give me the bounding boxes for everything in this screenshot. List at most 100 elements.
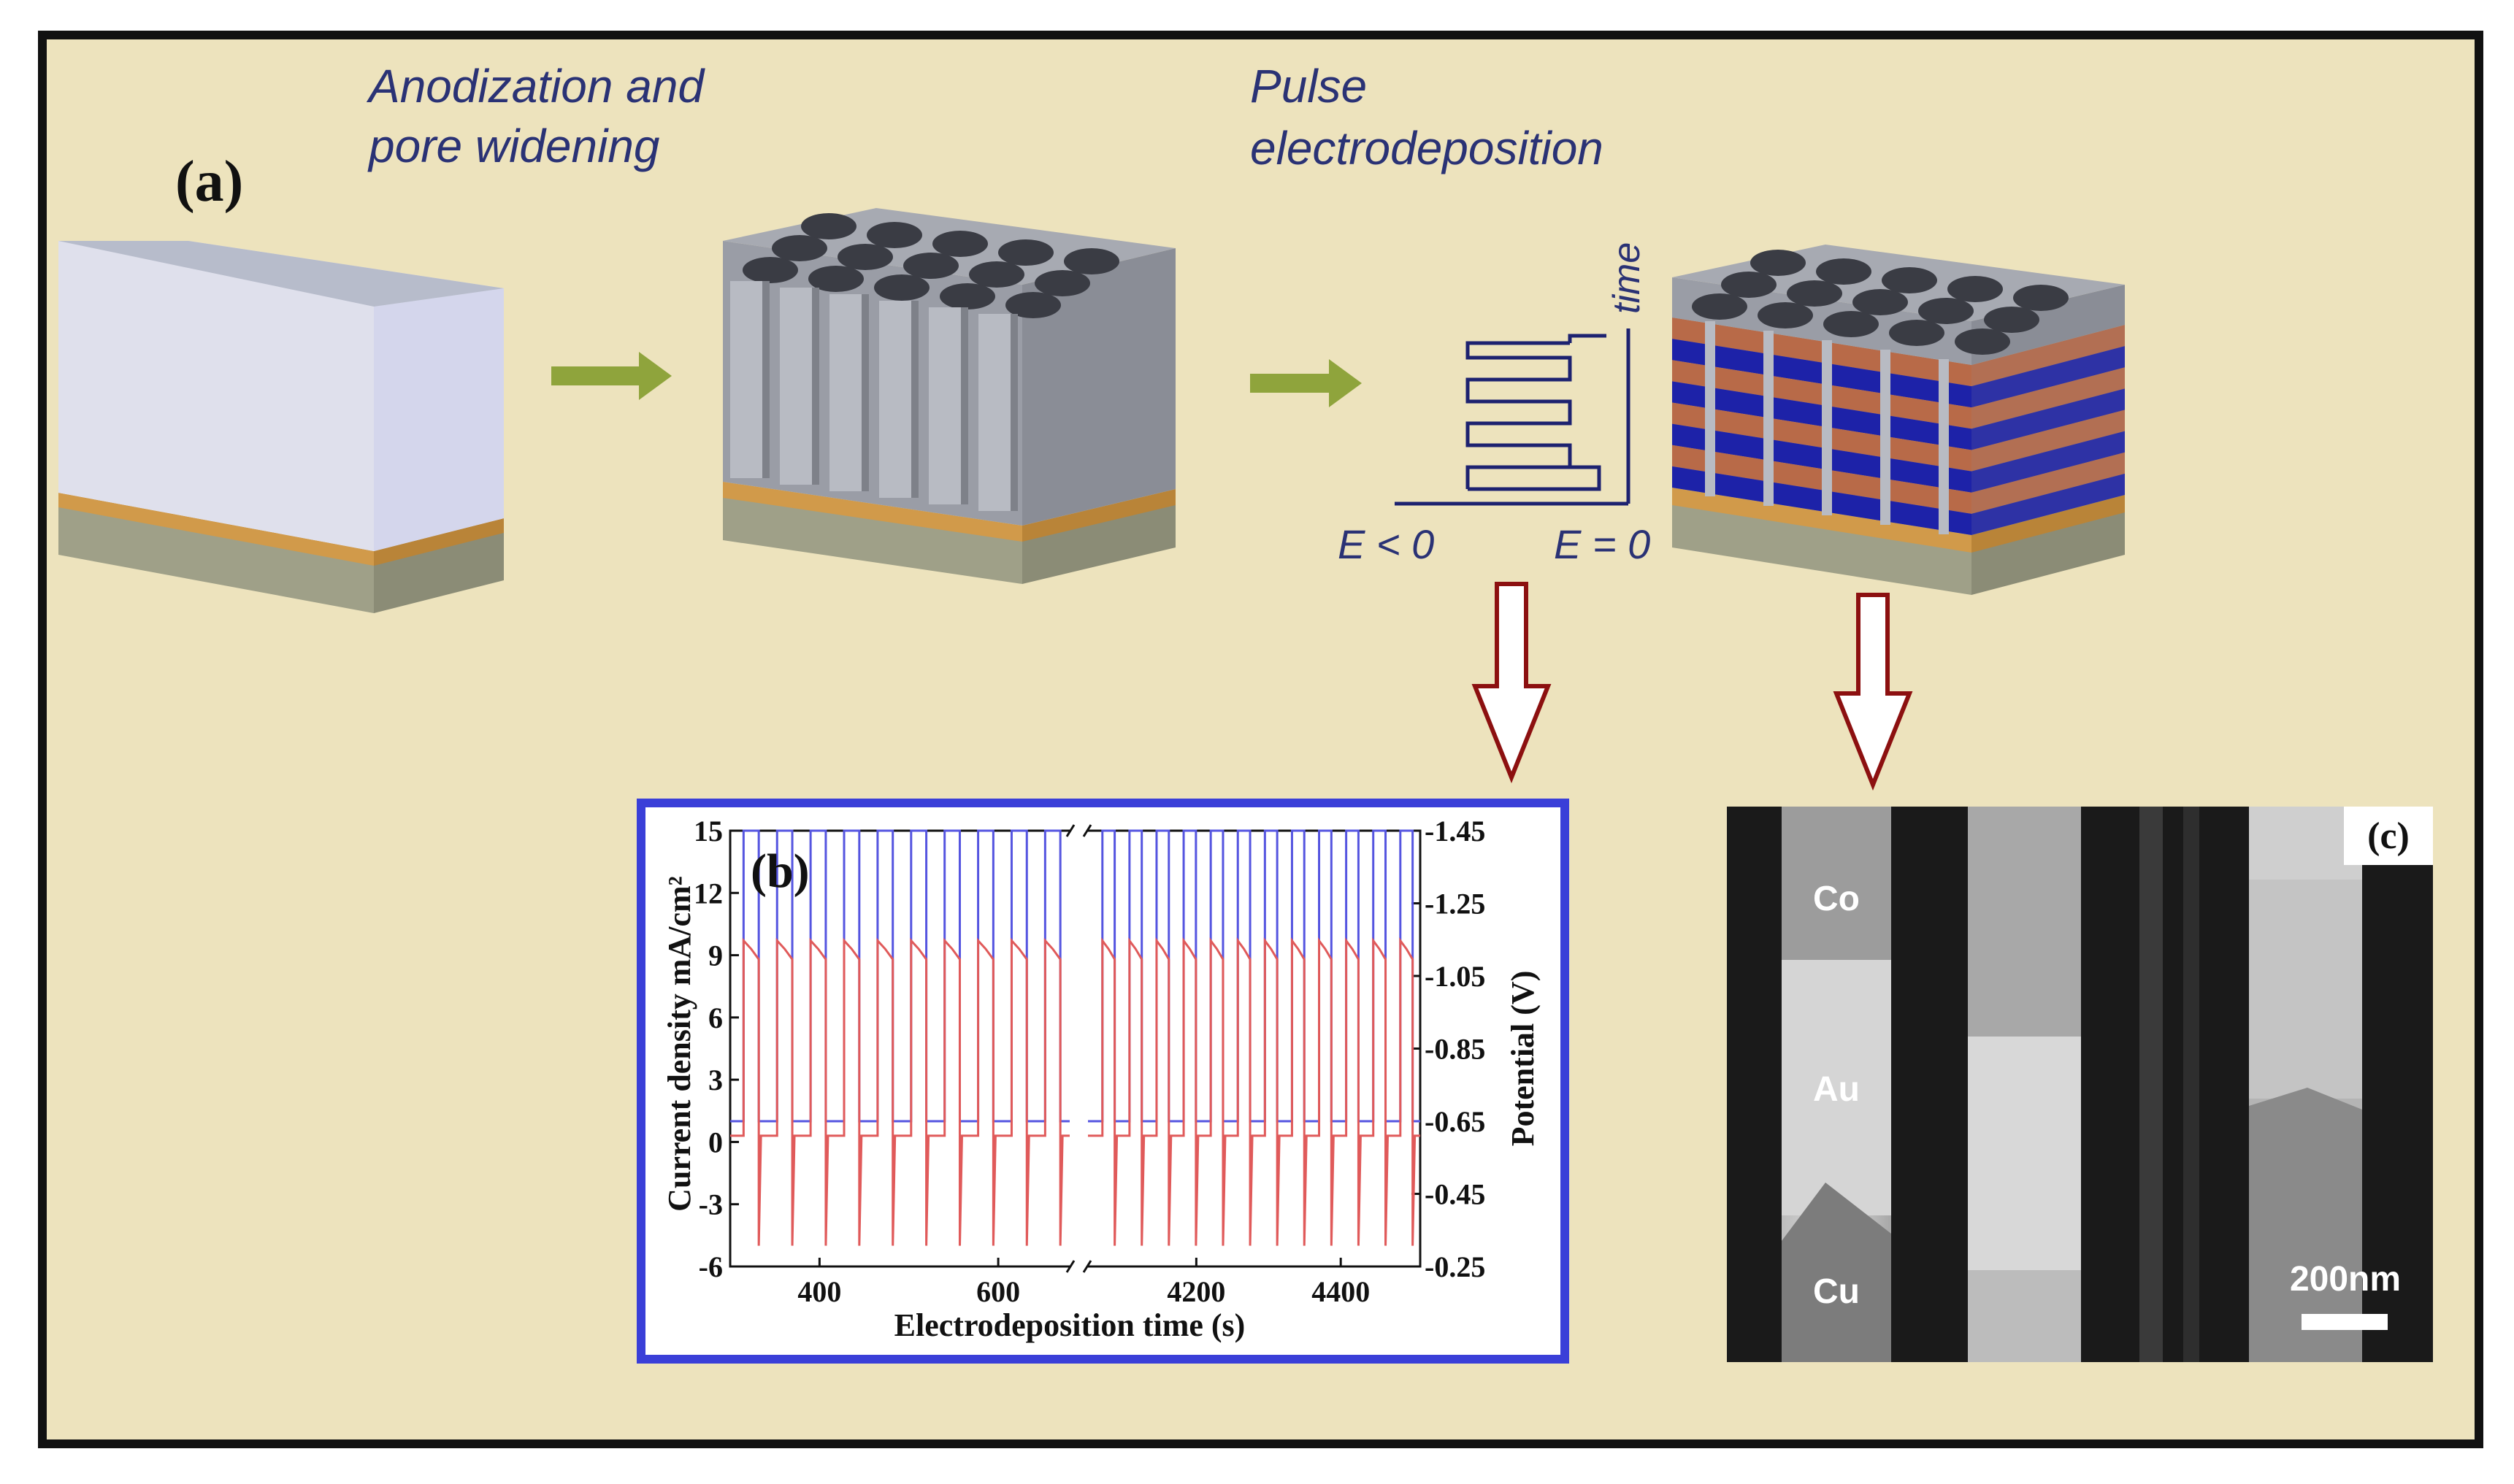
potential-series-line bbox=[1088, 829, 1420, 1123]
pore-wall bbox=[1763, 331, 1774, 506]
pore bbox=[1882, 267, 1937, 293]
axis-break-mark bbox=[1065, 824, 1076, 837]
pore bbox=[1955, 328, 2010, 355]
y2-tick-label: -0.45 bbox=[1425, 1178, 1485, 1211]
current-series-line bbox=[730, 937, 1070, 1246]
pore-wall-shade bbox=[762, 281, 770, 478]
red-arrow-left bbox=[1471, 582, 1552, 784]
y-tick-label: 15 bbox=[694, 815, 723, 847]
pore-wall bbox=[1705, 321, 1715, 496]
pore bbox=[1064, 248, 1119, 274]
axis-break-mark bbox=[1082, 824, 1092, 837]
pore bbox=[2013, 285, 2069, 311]
pore bbox=[1005, 292, 1061, 318]
pore bbox=[1787, 280, 1842, 307]
deposit-layer-side bbox=[1971, 473, 2125, 535]
pore-wall-shade bbox=[1011, 314, 1018, 511]
chart-ylabel-right: Potential (V) bbox=[1505, 971, 1541, 1147]
y-tick-label: 12 bbox=[694, 877, 723, 910]
y-tick-label: 9 bbox=[708, 939, 723, 972]
pore bbox=[1947, 276, 2003, 302]
y2-tick-label: -1.45 bbox=[1425, 815, 1485, 847]
pore-wall bbox=[780, 288, 812, 485]
pore bbox=[867, 222, 922, 248]
potential-series-line bbox=[730, 829, 1070, 1123]
y-tick-label: 6 bbox=[708, 1001, 723, 1034]
sem-label-box bbox=[2344, 807, 2433, 865]
pore-wall bbox=[929, 307, 961, 504]
y-tick-label: -3 bbox=[699, 1188, 723, 1221]
y2-tick-label: -1.25 bbox=[1425, 888, 1485, 920]
scale-bar bbox=[2302, 1314, 2388, 1330]
pore bbox=[1692, 293, 1747, 320]
pore bbox=[772, 235, 827, 261]
pore bbox=[1984, 307, 2039, 333]
pore bbox=[743, 257, 798, 283]
pore bbox=[1823, 311, 1879, 337]
pore-wall-shade bbox=[862, 294, 869, 491]
pore bbox=[903, 253, 959, 279]
deposit-layer-side bbox=[1971, 452, 2125, 514]
pore-wall bbox=[730, 281, 762, 478]
green-arrow-2 bbox=[1250, 359, 1362, 407]
segment-label-cu: Cu bbox=[1813, 1272, 1860, 1311]
multilayer-template bbox=[1672, 245, 2125, 595]
x-tick-label: 600 bbox=[976, 1275, 1020, 1308]
pore bbox=[998, 239, 1054, 266]
x-tick-label: 400 bbox=[797, 1275, 841, 1308]
pore bbox=[874, 274, 930, 301]
panel-a-label: (a) bbox=[175, 150, 243, 214]
y-tick-label: 0 bbox=[708, 1126, 723, 1158]
green-arrow-1 bbox=[551, 352, 672, 400]
pore bbox=[1750, 250, 1806, 276]
x-tick-label: 4200 bbox=[1167, 1275, 1225, 1308]
pore-wall bbox=[879, 301, 911, 498]
pore-wall-shade bbox=[961, 307, 968, 504]
axis-break-mark bbox=[1065, 1260, 1076, 1273]
y2-tick-label: -1.05 bbox=[1425, 960, 1485, 993]
step1-label-line2: pore widening bbox=[367, 120, 660, 172]
pulse-time-label: time bbox=[1606, 242, 1648, 314]
pore-wall-shade bbox=[911, 301, 919, 498]
deposit-layer-side bbox=[1971, 367, 2125, 429]
y2-tick-label: -0.65 bbox=[1425, 1105, 1485, 1138]
axis-break-mark bbox=[1082, 1260, 1092, 1273]
segment-label-co: Co bbox=[1813, 880, 1860, 918]
pore-wall bbox=[978, 314, 1011, 511]
y-tick-label: 3 bbox=[708, 1064, 723, 1096]
pore bbox=[801, 213, 856, 239]
chart-ylabel-left: Current density mA/cm² bbox=[662, 876, 697, 1212]
deposit-layer-side bbox=[1971, 325, 2125, 387]
pore bbox=[1852, 289, 1908, 315]
step1-label-line1: Anodization and bbox=[366, 60, 705, 112]
step2-label-line2: electrodeposition bbox=[1250, 122, 1603, 174]
pulse-waveform bbox=[1395, 328, 1630, 506]
pore bbox=[1035, 270, 1090, 296]
panel-b-label: (b) bbox=[751, 845, 810, 898]
pore bbox=[808, 266, 864, 292]
step2-label-line1: Pulse bbox=[1250, 60, 1367, 112]
pulse-e-neg-label: E < 0 bbox=[1338, 521, 1434, 567]
pulse-e-zero-label: E = 0 bbox=[1554, 521, 1650, 567]
electrodeposition-chart: 15129630-3-6-1.45-1.25-1.05-0.85-0.65-0.… bbox=[694, 815, 1485, 1308]
segment-label-au: Au bbox=[1813, 1070, 1860, 1109]
pore-wall bbox=[1939, 359, 1949, 534]
pore-wall bbox=[1880, 350, 1890, 525]
x-tick-label: 4400 bbox=[1311, 1275, 1370, 1308]
deposit-layer-side bbox=[1971, 388, 2125, 450]
axis-break-bottom bbox=[1070, 1261, 1088, 1272]
chart-xlabel: Electrodeposition time (s) bbox=[894, 1307, 1246, 1343]
pore bbox=[1918, 298, 1974, 324]
y2-tick-label: -0.25 bbox=[1425, 1250, 1485, 1283]
pore-wall-shade bbox=[812, 288, 819, 485]
pore bbox=[932, 231, 988, 257]
deposit-layer-side bbox=[1971, 346, 2125, 408]
y2-tick-label: -0.85 bbox=[1425, 1033, 1485, 1066]
pore bbox=[1889, 320, 1944, 346]
pore bbox=[969, 261, 1024, 288]
sem-image bbox=[1727, 807, 2433, 1362]
pore-wall bbox=[1822, 340, 1832, 515]
axis-break-top bbox=[1070, 825, 1088, 837]
porous-template bbox=[723, 208, 1176, 584]
red-arrow-right bbox=[1833, 593, 1913, 791]
